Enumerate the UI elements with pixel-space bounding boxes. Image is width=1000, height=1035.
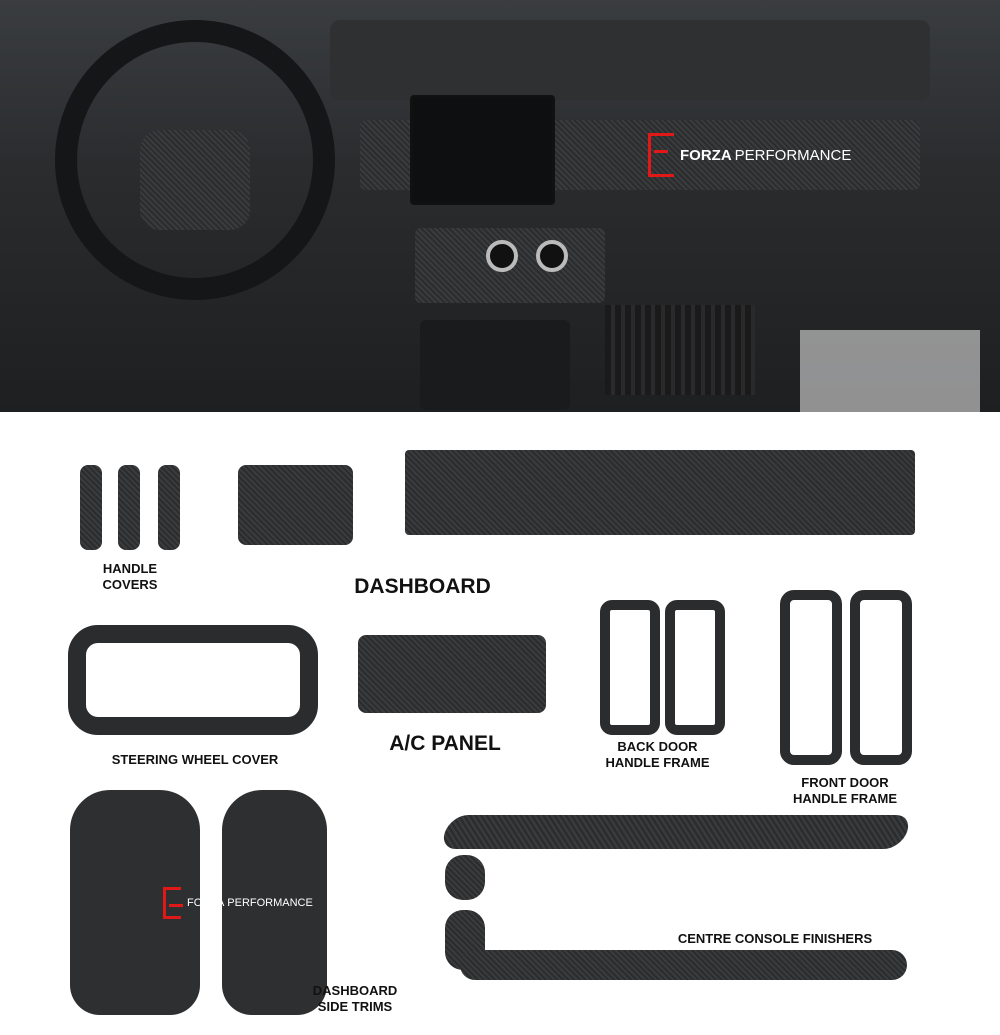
dashboard-side-piece [238, 465, 353, 545]
label-dashboard-side-trims: DASHBOARD SIDE TRIMS [312, 983, 398, 1015]
back-door-frame-left [600, 600, 660, 735]
forza-f-icon [648, 133, 674, 177]
ac-panel-part [358, 635, 546, 713]
label-front-door-handle-frame: FRONT DOOR HANDLE FRAME [793, 775, 897, 807]
handle-cover-2 [118, 465, 140, 550]
brand-logo-parts: FORZA PERFORMANCE [163, 887, 313, 919]
label-handle-covers: HANDLE COVERS [102, 561, 158, 593]
pixelated-region [800, 330, 980, 412]
infotainment-screen [410, 95, 555, 205]
dash-top [330, 20, 930, 100]
front-door-frame-left [780, 590, 842, 765]
label-centre-console-finishers: CENTRE CONSOLE FINISHERS [677, 931, 873, 946]
back-door-frame-right [665, 600, 725, 735]
dashboard-panel [405, 450, 915, 535]
forza-f-icon-small [163, 887, 183, 919]
logo-text-bold: FORZA [680, 146, 732, 164]
steering-wheel-cover [68, 625, 318, 735]
steering-hub [140, 130, 250, 230]
logo-text-bold-small: FORZA [187, 897, 225, 909]
label-steering-wheel-cover: STEERING WHEEL COVER [111, 752, 279, 767]
side-trim-right [222, 790, 327, 1015]
console-finisher-top [438, 815, 914, 849]
logo-text: PERFORMANCE [734, 146, 852, 164]
console-finisher-bottom [460, 950, 907, 980]
side-trim-left [70, 790, 200, 1015]
ac-knob-left [486, 240, 518, 272]
label-back-door-handle-frame: BACK DOOR HANDLE FRAME [605, 739, 710, 771]
floor-mat [605, 305, 755, 395]
label-dashboard: DASHBOARD [354, 575, 491, 598]
handle-cover-1 [80, 465, 102, 550]
brand-logo: FORZA PERFORMANCE [648, 133, 851, 177]
console-finisher-top-end [445, 855, 485, 900]
ac-knob-right [536, 240, 568, 272]
interior-photo: FORZA PERFORMANCE [0, 0, 1000, 412]
front-door-frame-right [850, 590, 912, 765]
label-ac-panel: A/C PANEL [389, 732, 501, 755]
logo-text-small: PERFORMANCE [227, 897, 313, 909]
center-console [420, 320, 570, 410]
handle-cover-3 [158, 465, 180, 550]
